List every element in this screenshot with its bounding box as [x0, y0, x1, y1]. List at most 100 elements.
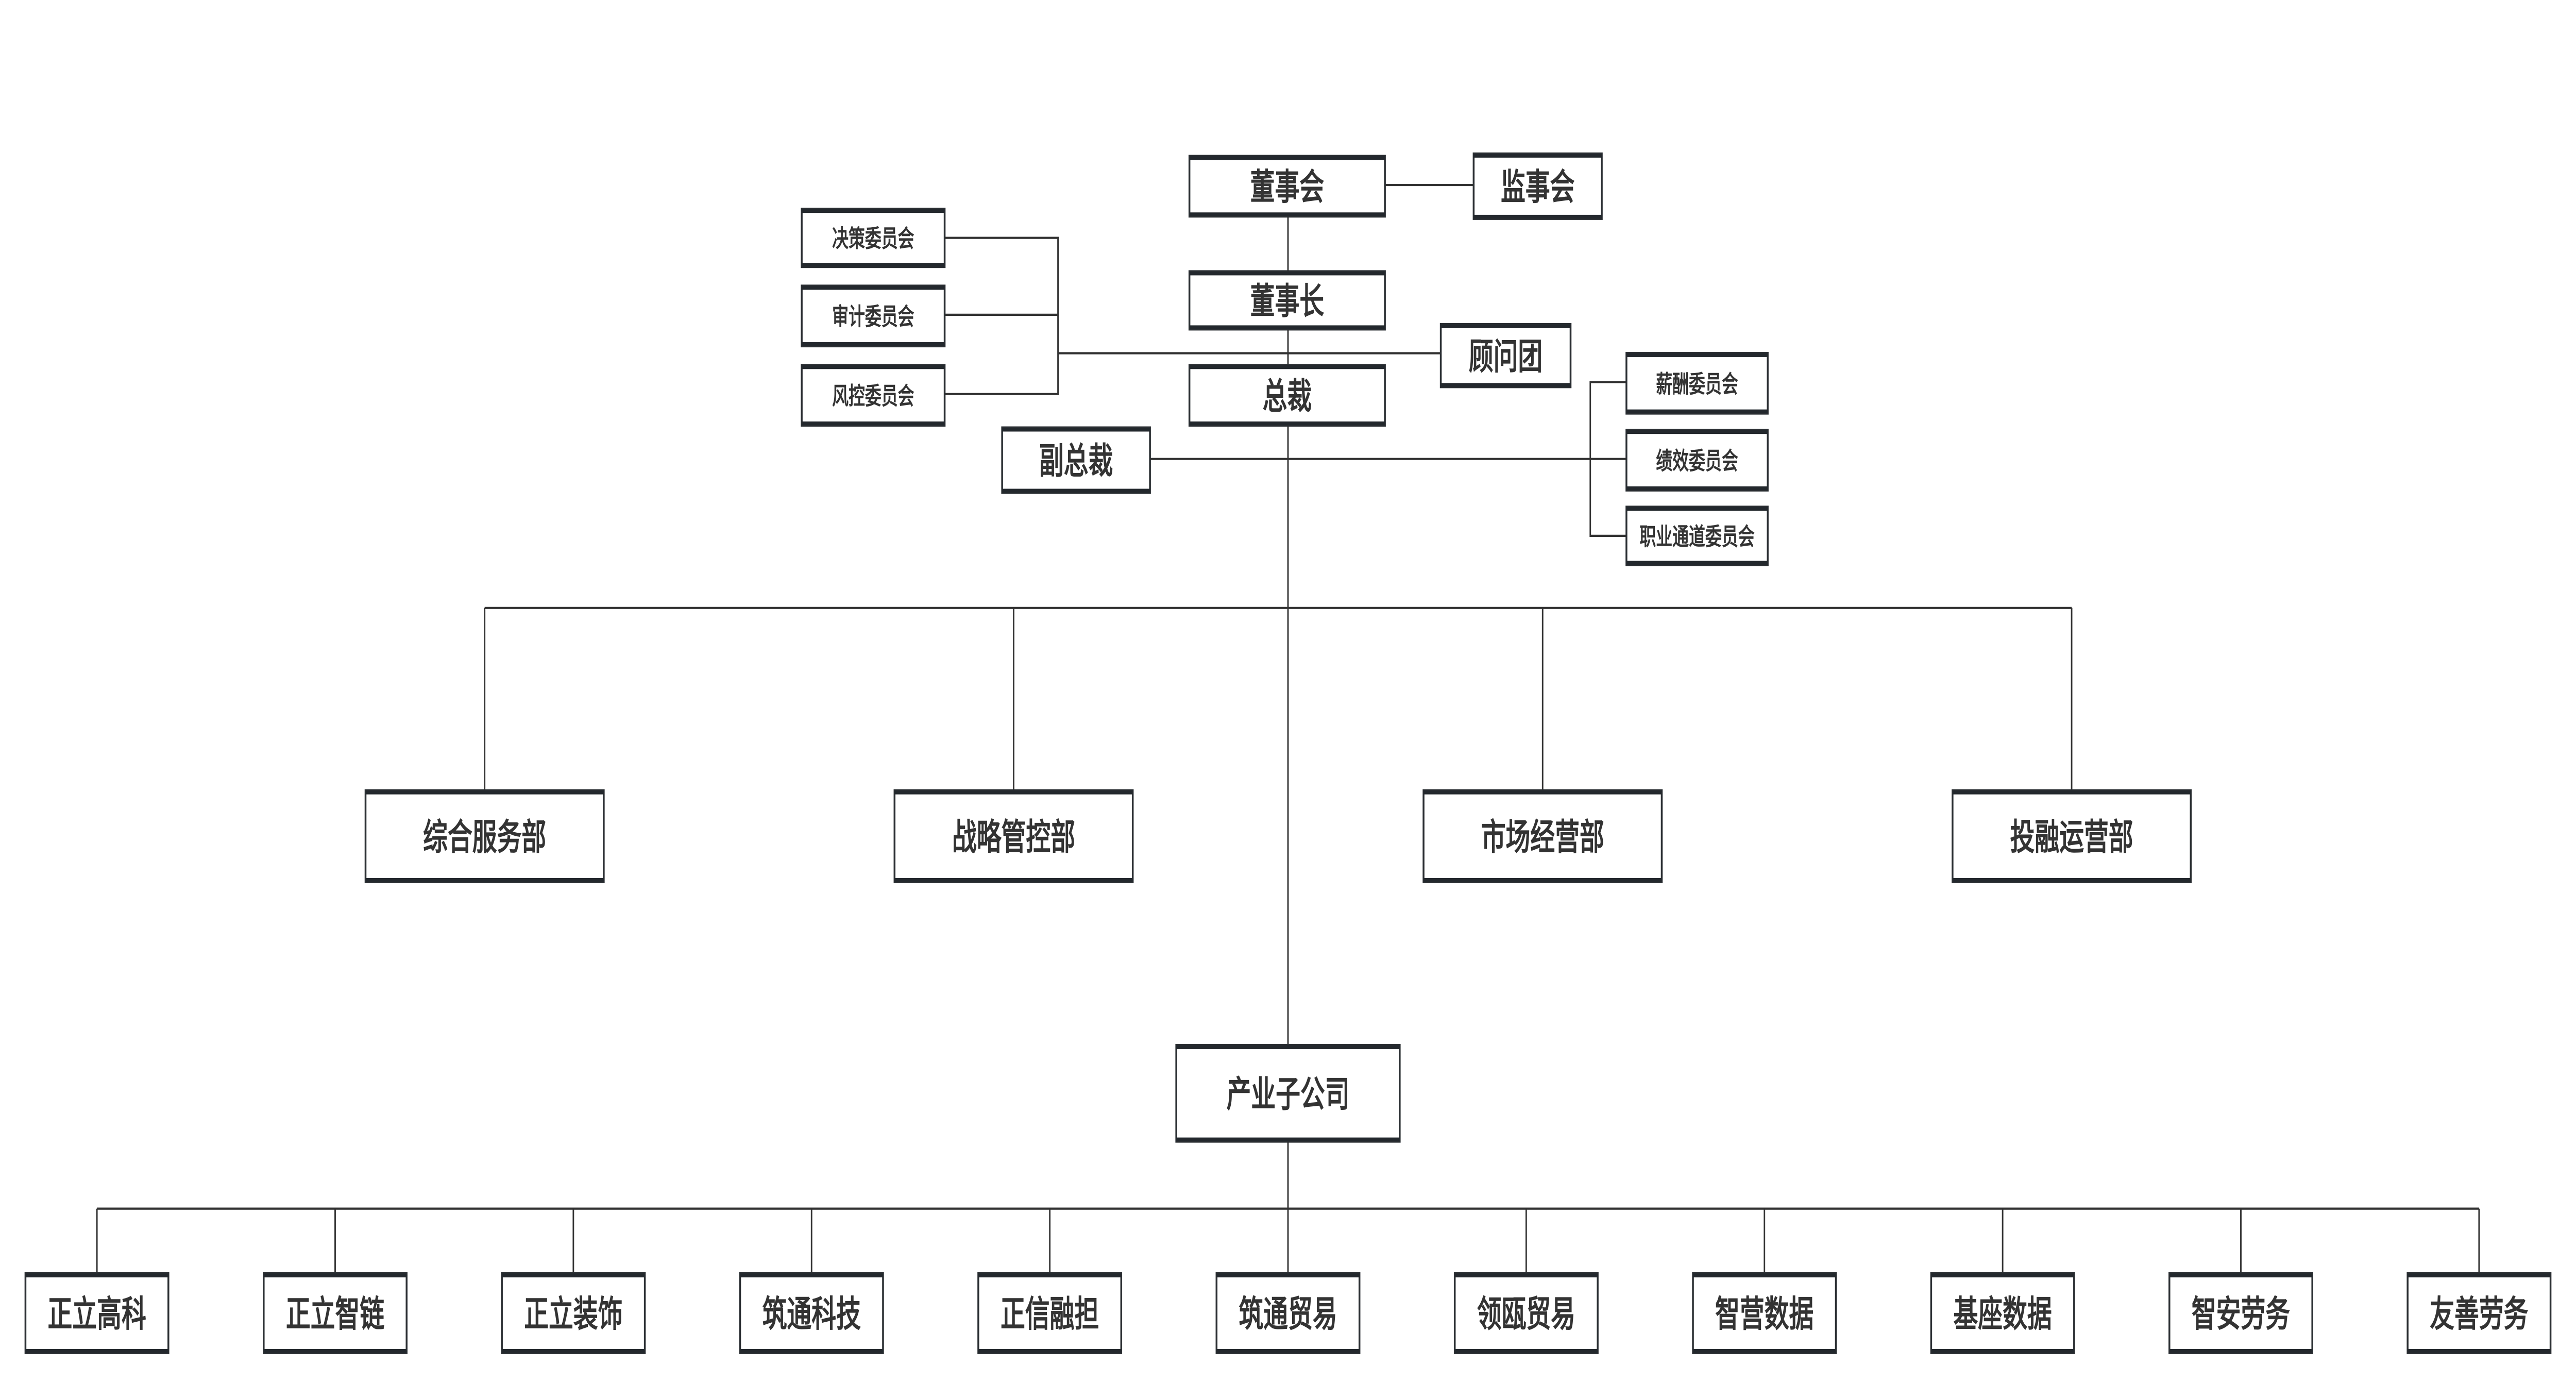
node-border [802, 421, 945, 426]
node-label: 筑通科技 [762, 1293, 861, 1336]
node-border [1626, 353, 1768, 357]
node-box [1692, 1272, 1837, 1354]
subsidiary-node[interactable]: 筑通贸易 [1215, 1272, 1361, 1354]
node-label: 风控委员会 [832, 383, 914, 411]
node-label: 综合服务部 [423, 816, 546, 858]
node-box [801, 284, 946, 348]
node-border [1002, 488, 1150, 493]
node-border [894, 790, 1133, 795]
node-border [978, 1273, 1122, 1277]
subsidiary-node[interactable]: 基座数据 [1930, 1272, 2075, 1354]
department-node[interactable]: 投融运营部 [1952, 789, 2192, 883]
chairman-node[interactable]: 董事长 [1188, 270, 1386, 331]
node-border [1216, 1273, 1360, 1277]
subsidiary-node[interactable]: 正立智链 [263, 1272, 408, 1354]
node-label: 正立智链 [286, 1293, 384, 1336]
president-node[interactable]: 总裁 [1188, 364, 1386, 427]
subsidiary-group-node[interactable]: 产业子公司 [1175, 1043, 1401, 1143]
node-border [1423, 790, 1662, 795]
subsidiary-node[interactable]: 智安劳务 [2168, 1272, 2313, 1354]
president-committee-node[interactable]: 职业通道委员会 [1625, 505, 1769, 566]
president-committee-node[interactable]: 绩效委员会 [1625, 429, 1769, 492]
board-committee-node[interactable]: 风控委员会 [801, 364, 946, 427]
department-node[interactable]: 市场经营部 [1422, 789, 1663, 883]
node-label: 基座数据 [1953, 1293, 2052, 1336]
node-label: 副总裁 [1039, 440, 1113, 482]
node-label: 薪酬委员会 [1656, 370, 1738, 398]
node-label: 董事会 [1250, 166, 1325, 209]
node-border [25, 1273, 168, 1277]
node-border [1189, 365, 1385, 369]
node-border [1189, 325, 1385, 329]
president-committee-node[interactable]: 薪酬委员会 [1625, 351, 1769, 415]
node-box [1472, 152, 1603, 220]
node-border [1626, 507, 1768, 511]
node-border [802, 263, 945, 267]
vice-president-node[interactable]: 副总裁 [1001, 426, 1151, 494]
node-border [1002, 428, 1150, 432]
node-border [802, 365, 945, 369]
node-border [1216, 1349, 1360, 1353]
node-box [364, 789, 605, 883]
board-node[interactable]: 董事会 [1188, 155, 1386, 218]
node-box [1001, 426, 1151, 494]
advisory-group-node[interactable]: 顾问团 [1439, 323, 1572, 389]
node-border [1952, 790, 2191, 795]
node-border [2169, 1273, 2313, 1277]
node-border [2408, 1349, 2551, 1353]
node-border [2169, 1349, 2313, 1353]
node-box [501, 1272, 646, 1354]
subsidiary-node[interactable]: 领瓯贸易 [1453, 1272, 1599, 1354]
node-label: 筑通贸易 [1239, 1293, 1337, 1336]
node-border [263, 1349, 407, 1353]
node-border [1626, 430, 1768, 434]
subsidiary-node[interactable]: 正立装饰 [501, 1272, 646, 1354]
subsidiary-node[interactable]: 筑通科技 [739, 1272, 884, 1354]
node-border [1423, 878, 1662, 882]
node-label: 智营数据 [1715, 1293, 1814, 1336]
node-border [1454, 1349, 1598, 1353]
node-border [2408, 1273, 2551, 1277]
node-border [1931, 1273, 2074, 1277]
department-node[interactable]: 战略管控部 [893, 789, 1134, 883]
node-border [1189, 212, 1385, 216]
supervisory-board-node[interactable]: 监事会 [1472, 152, 1603, 220]
node-border [1693, 1349, 1836, 1353]
node-box [2406, 1272, 2552, 1354]
node-label: 正立高科 [47, 1293, 146, 1336]
node-border [1189, 271, 1385, 276]
node-border [1176, 1137, 1400, 1142]
node-label: 决策委员会 [832, 225, 914, 253]
node-border [1626, 561, 1768, 565]
subsidiary-node[interactable]: 正信融担 [977, 1272, 1123, 1354]
subsidiary-node[interactable]: 正立高科 [24, 1272, 170, 1354]
subsidiary-node[interactable]: 智营数据 [1692, 1272, 1837, 1354]
node-border [1626, 486, 1768, 491]
connector-line [944, 237, 1059, 395]
node-border [740, 1349, 883, 1353]
board-committee-node[interactable]: 决策委员会 [801, 208, 946, 268]
node-border [1952, 878, 2191, 882]
department-node[interactable]: 综合服务部 [364, 789, 605, 883]
node-border [802, 285, 945, 290]
node-box [801, 364, 946, 427]
node-border [1473, 214, 1602, 219]
node-border [25, 1349, 168, 1353]
node-border [802, 342, 945, 346]
board-committee-node[interactable]: 审计委员会 [801, 284, 946, 348]
node-border [1189, 156, 1385, 160]
node-border [1454, 1273, 1598, 1277]
node-border [894, 878, 1133, 882]
node-label: 市场经营部 [1481, 816, 1604, 858]
subsidiary-node[interactable]: 友善劳务 [2406, 1272, 2552, 1354]
node-box [1625, 505, 1769, 566]
connector-lines [96, 183, 2480, 1274]
node-border [1189, 421, 1385, 426]
node-border [1693, 1273, 1836, 1277]
node-label: 监事会 [1501, 166, 1575, 209]
node-box [1952, 789, 2192, 883]
node-label: 领瓯贸易 [1477, 1293, 1575, 1336]
node-box [2168, 1272, 2313, 1354]
node-border [365, 878, 604, 882]
